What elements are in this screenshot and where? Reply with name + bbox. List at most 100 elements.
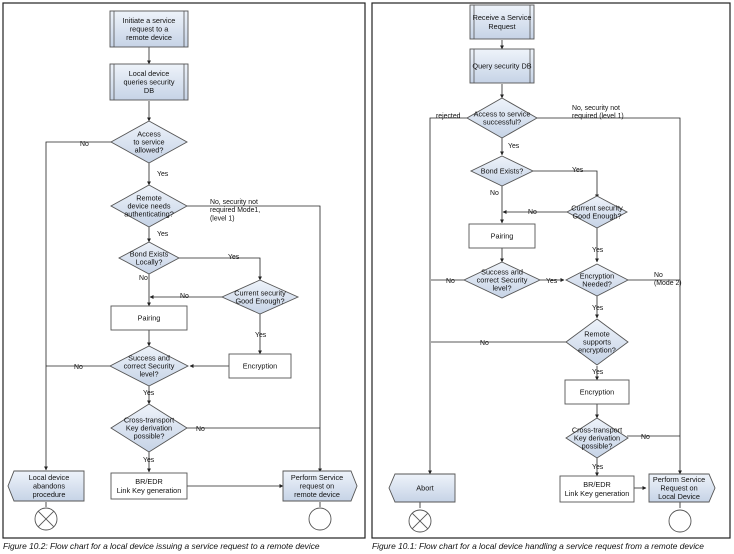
right-label-success-no: No — [446, 278, 455, 285]
right-receive-request-box — [469, 4, 535, 40]
right-bond-exists-line-0: Bond Exists? — [481, 167, 524, 176]
right-success-level-diamond — [462, 261, 542, 299]
right-label-bond-yes: Yes — [572, 167, 584, 174]
left-encryption-box — [228, 353, 292, 379]
right-label-no-mode2: No(Mode 2) — [654, 272, 682, 287]
right-access-successful-line-0: Access to service — [474, 110, 531, 119]
left-label-auth-yes: Yes — [157, 231, 169, 238]
right-encryption-needed-line-0: Encryption — [580, 272, 614, 281]
left-edge-auth-no-perform — [186, 205, 322, 473]
right-cross-transport-line-2: possible? — [582, 441, 613, 450]
right-caption: Figure 10.1: Flow chart for a local devi… — [372, 541, 704, 551]
left-bond-exists-line-0: Bond Exists — [130, 250, 169, 259]
left-success-level-line-2: level? — [139, 369, 158, 378]
left-label-bond-no: No — [139, 275, 148, 282]
left-query-security-db-box — [109, 63, 189, 101]
left-cross-transport-diamond — [110, 403, 188, 453]
right-perform-service-line-1: Request on — [660, 484, 697, 493]
left-abandon-terminal-x2 — [37, 510, 55, 528]
left-initiate-request-line-1: request to a — [130, 25, 169, 34]
right-bond-exists-diamond — [469, 155, 535, 187]
right-link-key-generation-line-0: BR/EDR — [583, 480, 611, 489]
left-bond-exists-diamond — [118, 241, 180, 275]
left-success-level-diamond — [109, 345, 189, 387]
left-bond-exists-line-1: Locally? — [136, 257, 163, 266]
right-success-level-line-2: level? — [492, 283, 511, 292]
left-good-enough-line-0: Current security — [234, 289, 286, 298]
left-label-good-yes: Yes — [255, 332, 267, 339]
left-link-key-generation-line-1: Link Key generation — [117, 486, 182, 495]
right-link-key-generation-box — [559, 475, 635, 503]
left-abandon-procedure-line-2: procedure — [33, 490, 66, 499]
right-abort-text: Abort — [416, 484, 433, 493]
right-query-security-db-line-0: Query security DB — [472, 62, 531, 71]
right-cross-transport-line-0: Cross-transport — [572, 426, 622, 435]
left-label-success-yes: Yes — [143, 390, 155, 397]
left-initiate-request-line-0: Initiate a service — [123, 16, 176, 25]
left-remote-auth-line-2: authenticating? — [124, 209, 174, 218]
left-encryption-text: Encryption — [243, 362, 277, 371]
left-label-success-no: No — [74, 364, 83, 371]
right-panel-frame — [371, 2, 731, 539]
right-label-no-security-line-0: No, security not — [572, 105, 620, 112]
left-cross-transport-line-1: Key derivation — [126, 424, 172, 433]
right-abort-line-0: Abort — [416, 484, 433, 493]
left-remote-auth-line-0: Remote — [136, 194, 162, 203]
right-label-encneeded-yes: Yes — [592, 305, 604, 312]
left-label-no-security-line-1: required Mode1, — [210, 207, 260, 214]
right-good-enough-diamond — [566, 195, 628, 229]
right-abort-box — [388, 473, 456, 503]
right-edge-access-no-perform — [537, 117, 682, 475]
left-abandon-procedure-line-1: abandons — [33, 482, 65, 491]
left-label-bond-yes: Yes — [228, 254, 240, 261]
right-edge-bond-yes-good — [533, 170, 599, 199]
left-initiate-request-box — [109, 10, 189, 48]
right-query-security-db-box — [469, 48, 535, 84]
left-perform-service-box — [282, 470, 358, 502]
right-perform-service-box — [648, 473, 716, 503]
left-perform-service-line-2: remote device — [294, 490, 340, 499]
right-pairing-box — [468, 223, 536, 249]
right-perform-service-line-2: Local Device — [658, 492, 700, 501]
left-label-allowed-no: No — [80, 141, 89, 148]
right-label-no-mode2-line-1: (Mode 2) — [654, 280, 682, 287]
left-query-security-db-line-2: DB — [144, 86, 154, 95]
right-label-remote-no: No — [480, 340, 489, 347]
right-cross-transport-line-1: Key derivation — [574, 434, 620, 443]
right-cross-transport-diamond — [565, 417, 629, 459]
left-abandon-procedure-line-0: Local device — [29, 473, 70, 482]
left-edge-allowed-no-abandon — [44, 141, 112, 471]
right-good-enough-line-0: Current security — [571, 204, 623, 213]
right-good-enough-line-1: Good Enough? — [572, 211, 621, 220]
right-remote-supports-line-2: encryption? — [578, 345, 616, 354]
right-encryption-text: Encryption — [580, 388, 614, 397]
left-query-security-db-line-0: Local device — [129, 69, 170, 78]
right-success-level-line-1: correct Security — [477, 276, 528, 285]
left-success-level-line-1: correct Security — [124, 362, 175, 371]
right-abort-terminal-x2 — [411, 512, 429, 530]
right-remote-supports-line-1: supports — [583, 338, 611, 347]
left-good-enough-line-1: Good Enough? — [235, 296, 284, 305]
left-label-cross-yes: Yes — [143, 457, 155, 464]
left-abandon-procedure-box — [7, 470, 85, 502]
right-label-rejected: rejected — [436, 113, 461, 120]
left-access-allowed-line-0: Access — [137, 130, 161, 139]
left-query-security-db-line-1: queries security — [123, 78, 174, 87]
left-encryption-line-0: Encryption — [243, 362, 277, 371]
right-label-access-yes: Yes — [508, 143, 520, 150]
